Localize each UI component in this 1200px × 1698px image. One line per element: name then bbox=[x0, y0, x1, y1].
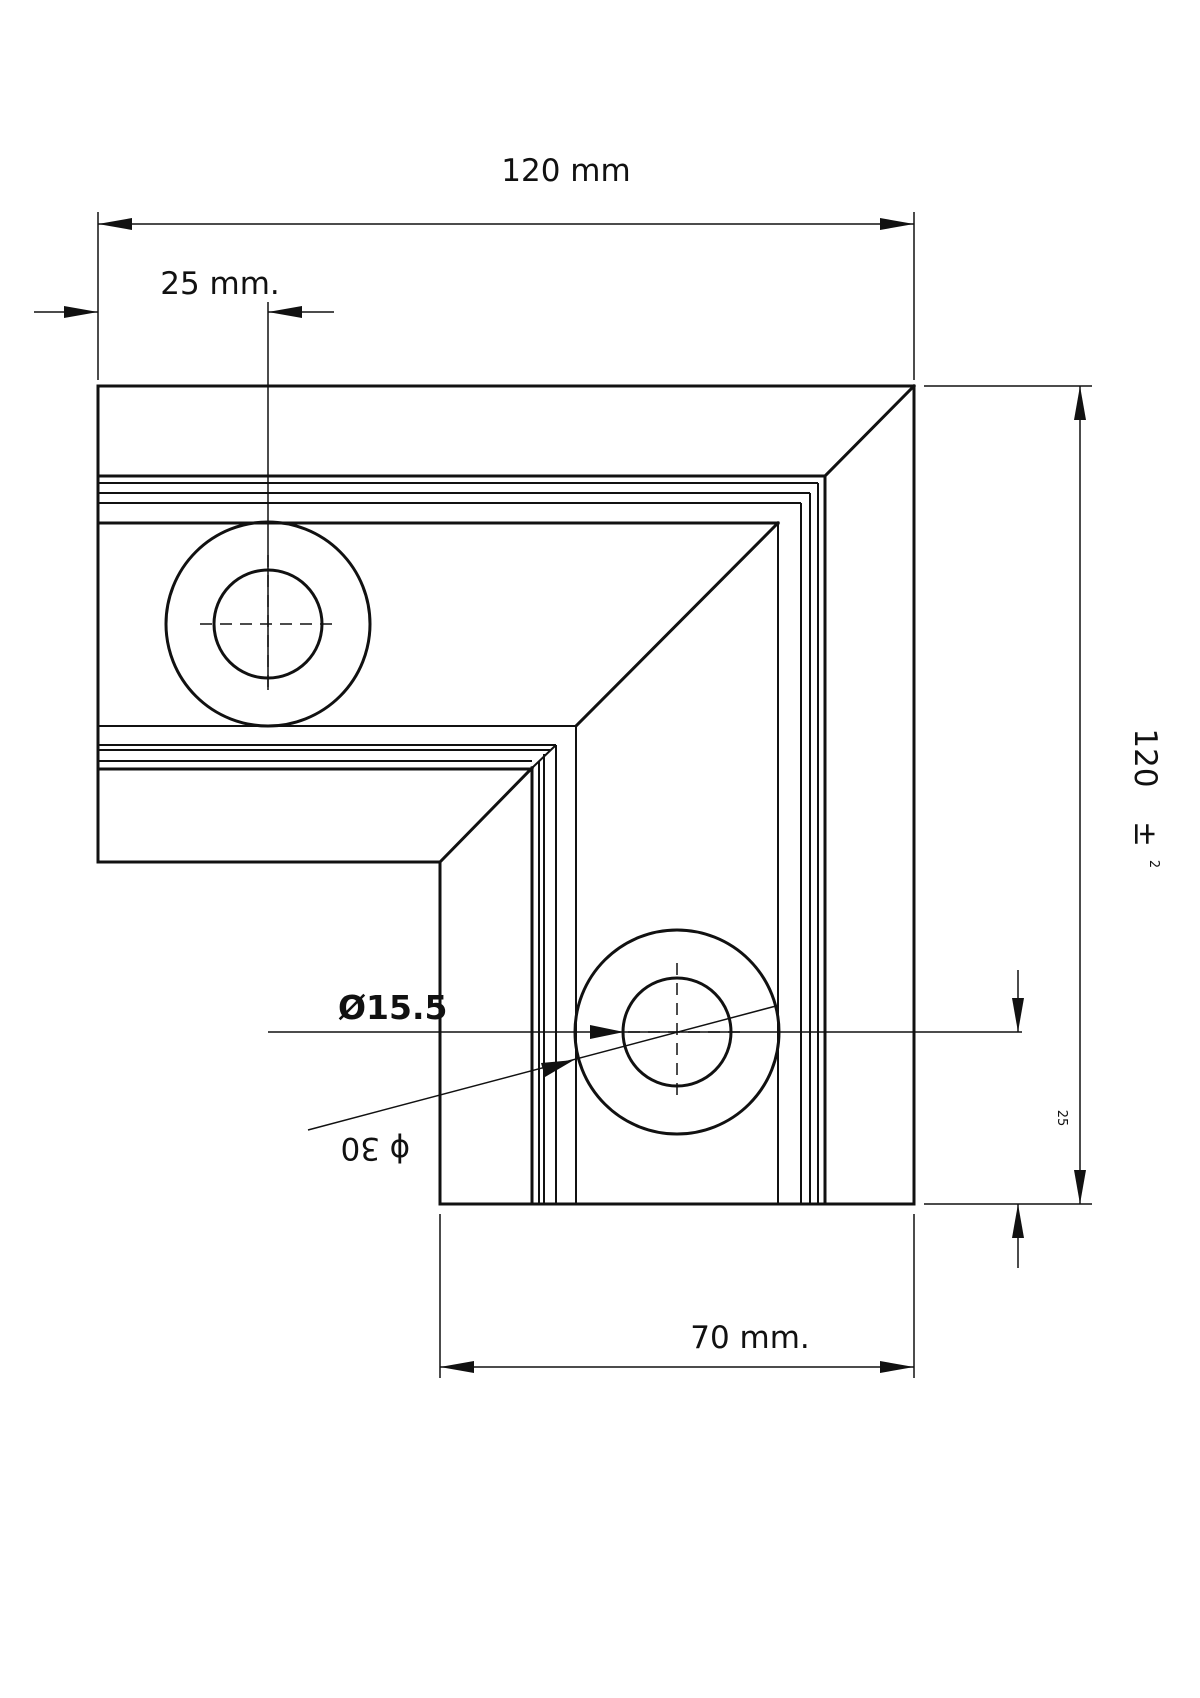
hole-offset-dimension: 25 mm. bbox=[34, 266, 334, 690]
corner-profile-outline bbox=[96, 383, 917, 1206]
overall-height-label: 120 bbox=[1127, 728, 1163, 787]
hole-vertical-offset-dimension: 25 bbox=[1012, 970, 1069, 1268]
leg-width-label: 70 mm. bbox=[690, 1320, 810, 1356]
overall-height-text: 120 ± 2 bbox=[1127, 728, 1163, 868]
overall-height-dimension: 120 ± 2 bbox=[924, 385, 1163, 1205]
outer-diameter-label-group: ϕ 30 bbox=[341, 1130, 410, 1168]
offset-bottom-arrowhead bbox=[1012, 1204, 1024, 1238]
tolerance-value: 2 bbox=[1146, 860, 1161, 868]
tolerance-sign: ± bbox=[1127, 821, 1163, 847]
overall-width-label: 120 mm bbox=[501, 153, 630, 189]
upper-hole bbox=[164, 520, 372, 728]
overall-width-dimension: 120 mm bbox=[97, 153, 915, 380]
inner-diameter-arrowhead bbox=[590, 1025, 624, 1039]
hole-vertical-offset-text: 25 bbox=[1054, 1110, 1069, 1127]
leg-left-arrowhead bbox=[440, 1361, 474, 1373]
outer-diameter-arrowhead bbox=[541, 1060, 574, 1077]
outer-diameter-symbol: ϕ bbox=[390, 1132, 410, 1168]
offset-top-arrowhead bbox=[1012, 998, 1024, 1032]
hole-offset-label: 25 mm. bbox=[160, 266, 280, 302]
offset-left-arrowhead bbox=[64, 306, 98, 318]
bottom-height-arrowhead bbox=[1074, 1170, 1086, 1204]
diameter-callouts: Ø15.5 ϕ 30 bbox=[268, 988, 1022, 1168]
outer-diameter-value: 30 bbox=[341, 1130, 380, 1166]
inner-diameter-label: Ø15.5 bbox=[338, 988, 447, 1027]
upper-hole-outer-circle bbox=[164, 520, 372, 728]
inner-profile-lines bbox=[96, 482, 819, 1206]
left-arrowhead bbox=[98, 218, 132, 230]
offset-right-arrowhead bbox=[268, 306, 302, 318]
top-height-arrowhead bbox=[1074, 386, 1086, 420]
hole-vertical-offset-label: 25 bbox=[1054, 1110, 1069, 1127]
leg-width-dimension: 70 mm. bbox=[439, 1214, 915, 1378]
right-arrowhead bbox=[880, 218, 914, 230]
leg-right-arrowhead bbox=[880, 1361, 914, 1373]
